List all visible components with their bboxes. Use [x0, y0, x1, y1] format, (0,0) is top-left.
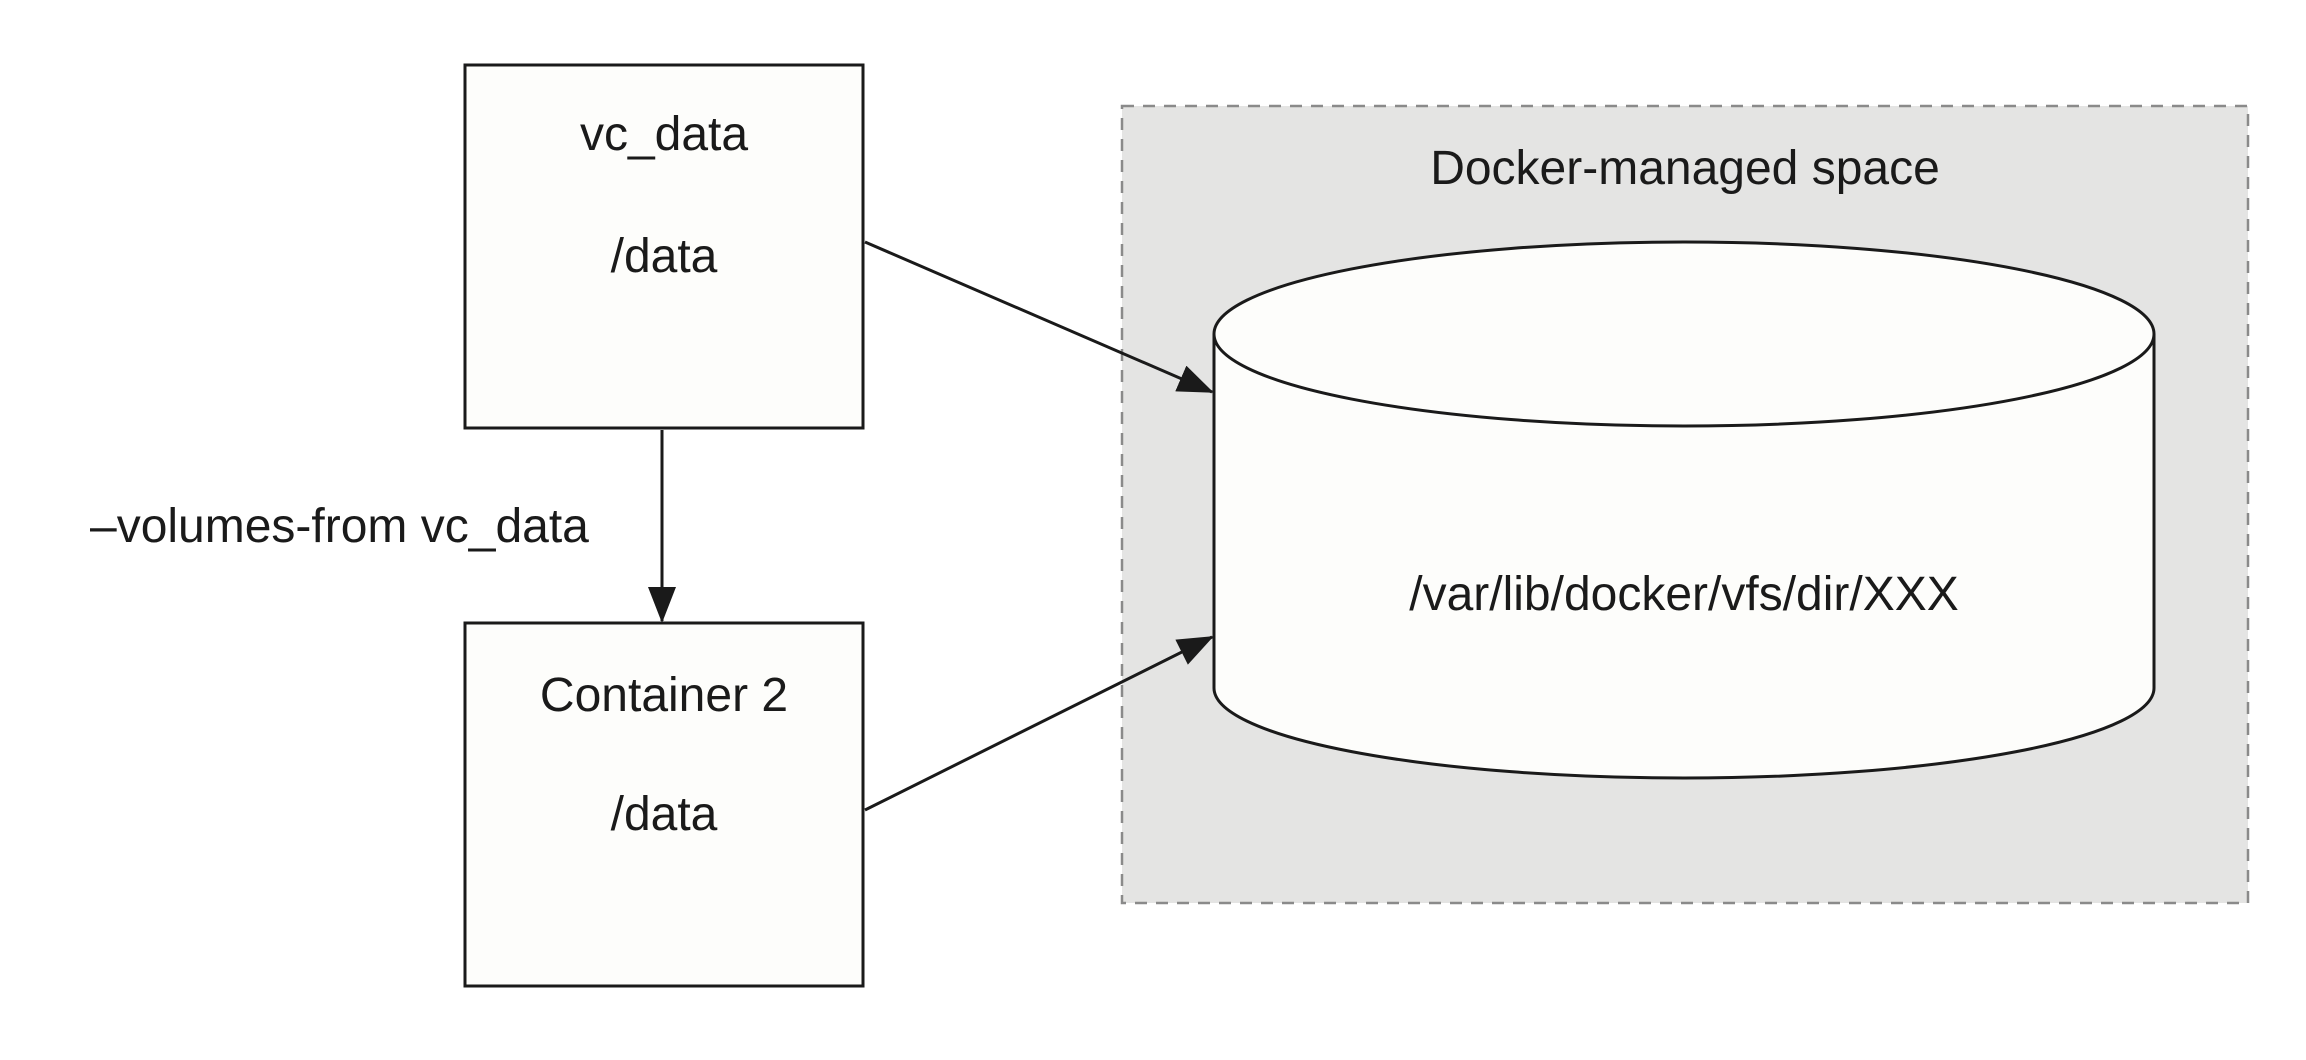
- container-2-name: Container 2: [540, 669, 788, 722]
- vc-data-box: [463, 63, 865, 430]
- cylinder-body: [1212, 334, 2156, 780]
- volume-cylinder: /var/lib/docker/vfs/dir/XXX: [1212, 240, 2156, 780]
- vc-data-container: vc_data /data: [463, 63, 865, 430]
- cylinder-top: [1212, 240, 2156, 428]
- arrow-vc-data-to-volume: [864, 240, 1214, 394]
- container-2-box: [463, 621, 865, 988]
- vc-data-mount: /data: [611, 230, 718, 283]
- volume-path-label: /var/lib/docker/vfs/dir/XXX: [1409, 568, 1959, 621]
- container-2: Container 2 /data: [463, 621, 865, 988]
- arrow-container-2-to-volume: [864, 635, 1214, 812]
- vc-data-name: vc_data: [580, 108, 748, 161]
- docker-space-title: Docker-managed space: [1430, 142, 1940, 195]
- volumes-from-label: –volumes-from vc_data: [90, 500, 589, 553]
- container-2-mount: /data: [611, 788, 718, 841]
